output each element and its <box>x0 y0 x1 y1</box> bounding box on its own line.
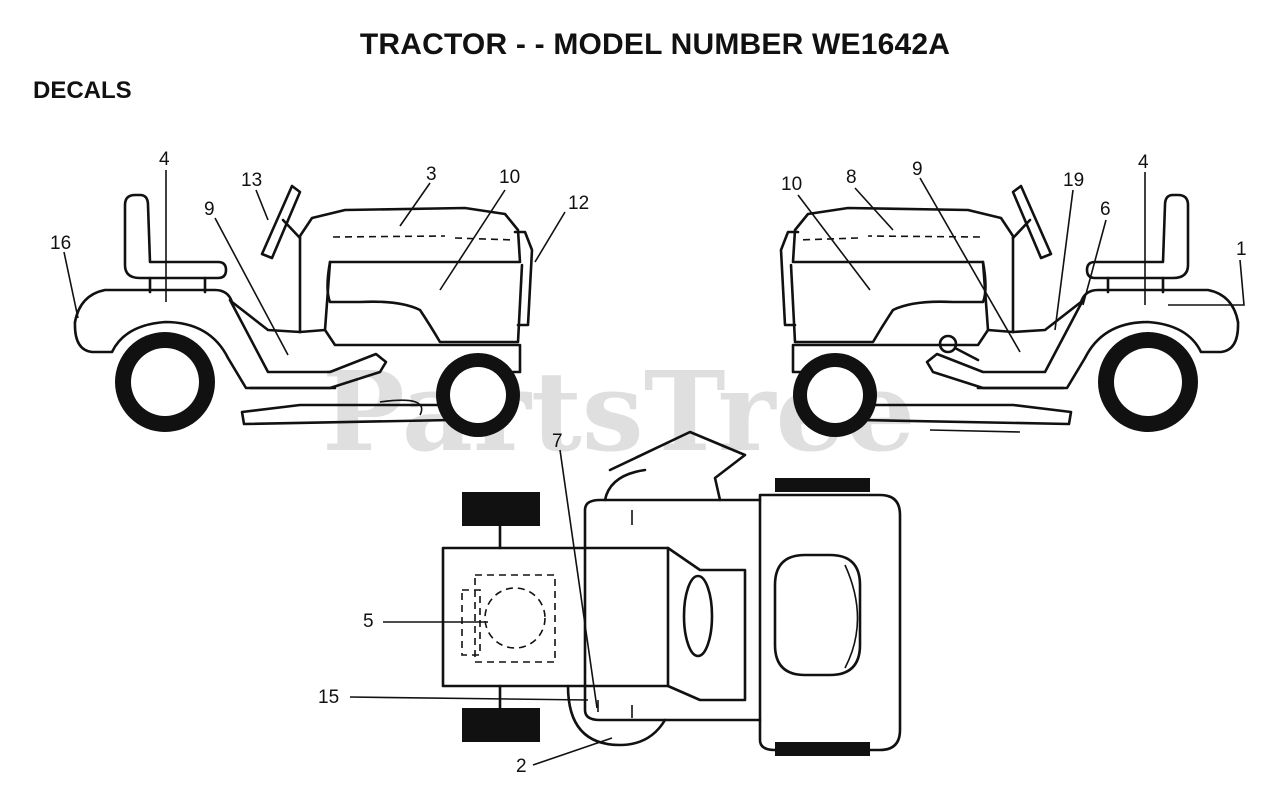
callout-9-left: 9 <box>204 199 215 220</box>
tractor-right-side-view <box>779 184 1240 437</box>
callout-4-right: 4 <box>1138 152 1149 173</box>
callout-10-right: 10 <box>781 174 802 195</box>
callout-10-left: 10 <box>499 167 520 188</box>
callout-16: 16 <box>50 233 71 254</box>
callout-2: 2 <box>516 756 527 777</box>
section-label: DECALS <box>33 77 132 104</box>
callout-leaders <box>63 170 1245 766</box>
callout-6: 6 <box>1100 199 1111 220</box>
callout-7: 7 <box>552 431 563 452</box>
callout-5: 5 <box>363 611 374 632</box>
callout-12: 12 <box>568 193 589 214</box>
tractor-left-side-view <box>73 184 534 437</box>
callout-4-left: 4 <box>159 149 170 170</box>
callout-3: 3 <box>426 164 437 185</box>
callout-labels: 4 13 3 10 12 16 9 10 8 9 4 19 6 1 7 5 15… <box>50 149 1247 777</box>
callout-13: 13 <box>241 170 262 191</box>
callout-9-right: 9 <box>912 159 923 180</box>
diagram-title: TRACTOR - - MODEL NUMBER WE1642A <box>359 28 951 61</box>
callout-15: 15 <box>318 687 339 708</box>
callout-8: 8 <box>846 167 857 188</box>
callout-1: 1 <box>1236 239 1247 260</box>
tractor-top-view <box>441 430 902 756</box>
callout-19: 19 <box>1063 170 1084 191</box>
